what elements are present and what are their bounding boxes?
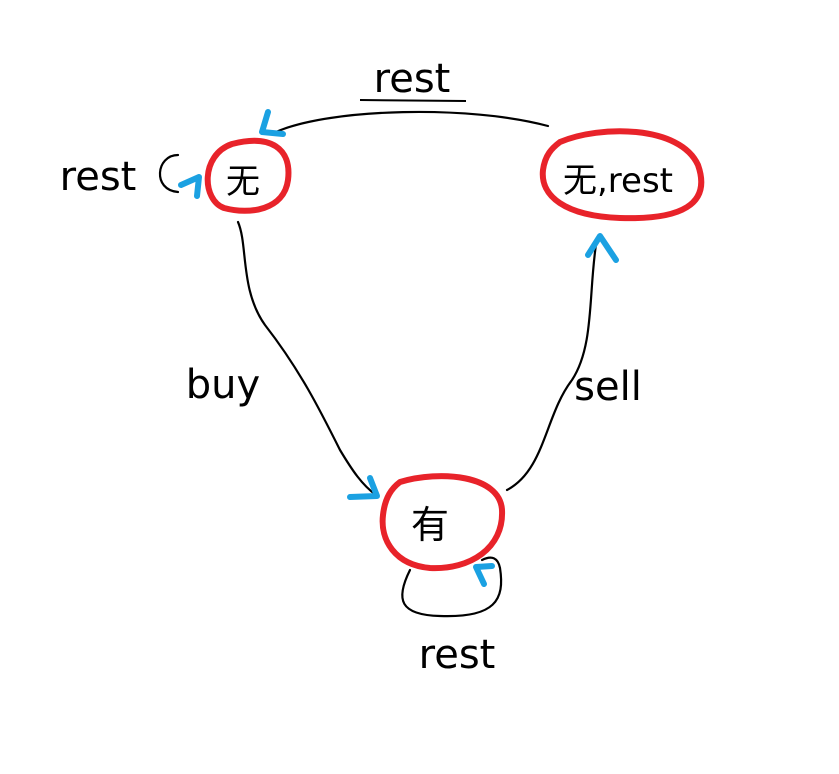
- state-none-rest-label: 无,rest: [563, 161, 673, 201]
- label-top-rest-underline: [359, 99, 467, 102]
- state-none: 无: [204, 137, 292, 214]
- arrowhead-have-from-buy: [347, 475, 380, 500]
- state-none-outline: [204, 137, 292, 214]
- label-have-to-none-rest: sell: [574, 364, 642, 410]
- label-none-to-have: buy: [186, 362, 260, 408]
- state-have-outline: [379, 473, 506, 572]
- state-have-label: 有: [411, 503, 449, 547]
- edge-have-to-none-rest: [505, 236, 599, 492]
- state-none-rest-outline: [539, 128, 705, 222]
- label-have-self-loop: rest: [419, 632, 496, 678]
- arrowhead-none-rest-from-sell: [585, 233, 619, 263]
- state-none-label: 无: [226, 162, 260, 202]
- label-none-rest-to-none: rest: [374, 56, 451, 102]
- edge-have-self-loop: [401, 556, 503, 618]
- arrowhead-none-self-loop: [178, 174, 202, 199]
- edge-none-rest-to-none: [274, 110, 550, 134]
- edge-none-self-loop: [158, 153, 180, 194]
- edge-none-to-have: [236, 220, 378, 497]
- label-none-self-loop: rest: [60, 154, 137, 200]
- arrowhead-have-self-loop: [473, 563, 495, 587]
- arrowhead-none-from-top: [259, 109, 286, 137]
- state-have: 有: [379, 473, 506, 572]
- state-none-rest: 无,rest: [539, 128, 705, 222]
